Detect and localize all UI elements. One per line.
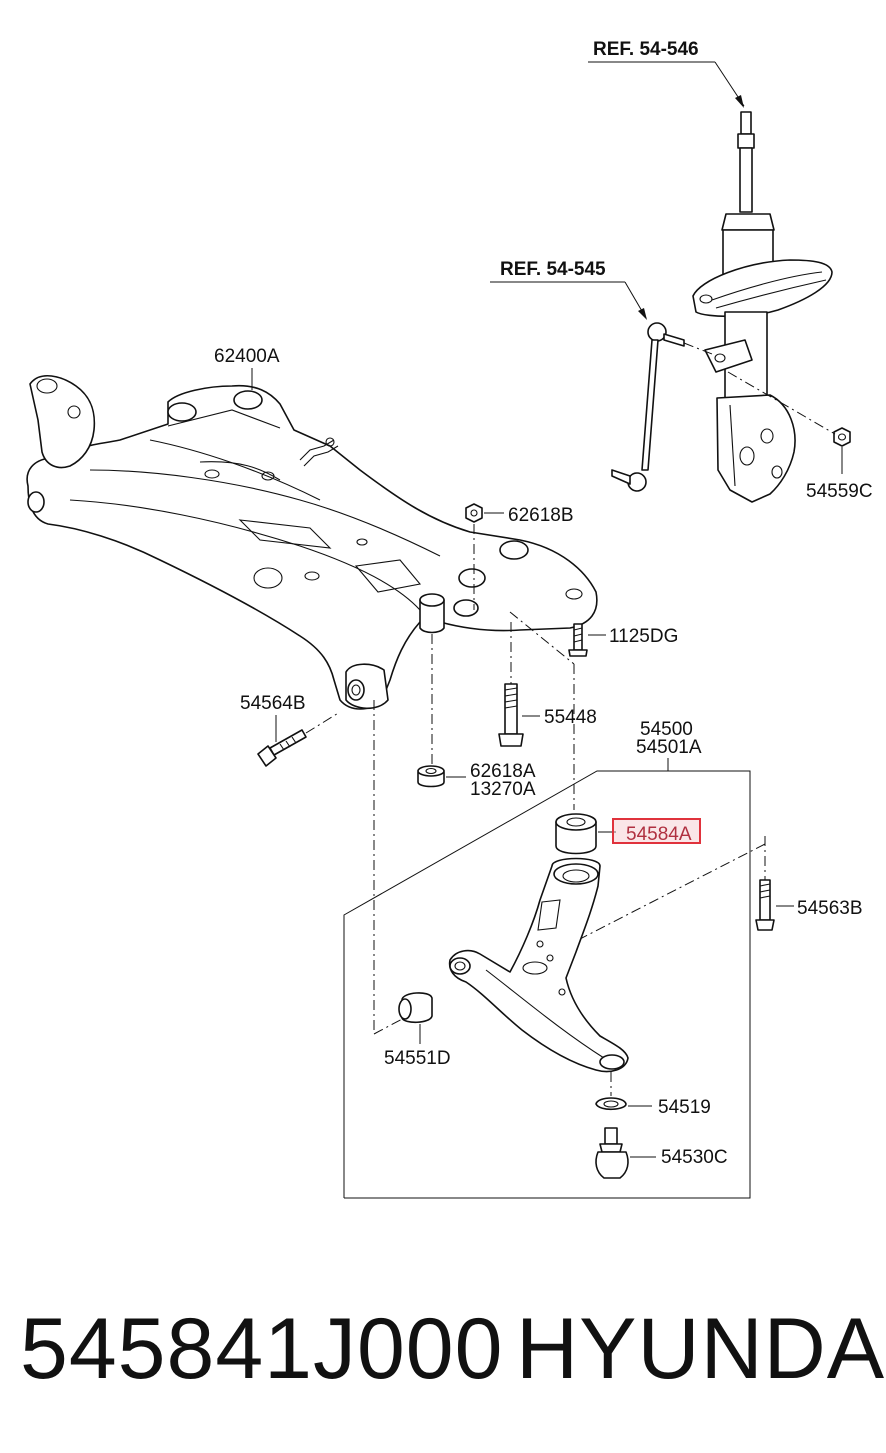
label-62618b: 62618B: [508, 505, 574, 526]
label-1125dg: 1125DG: [609, 626, 678, 647]
highlight-box: [612, 818, 701, 844]
part-number: 545841J000: [20, 1301, 504, 1397]
subframe-crossmember: [26, 375, 598, 710]
lower-arm-assembly: [343, 758, 794, 1199]
label-ref-54-546: REF. 54-546: [593, 39, 699, 60]
label-ref-54-545: REF. 54-545: [500, 259, 606, 280]
label-62618a: 62618A: [470, 761, 536, 782]
label-54551d: 54551D: [384, 1048, 451, 1069]
label-54584a: 54584A: [626, 824, 692, 845]
label-54530c: 54530C: [661, 1147, 728, 1168]
label-55448: 55448: [544, 707, 597, 728]
label-54519: 54519: [658, 1097, 711, 1118]
label-54559c: 54559C: [806, 481, 873, 502]
stabilizer-link: [490, 281, 713, 492]
label-62400a: 62400A: [214, 346, 280, 367]
brand-name: HYUNDAI: [516, 1301, 886, 1397]
fasteners: [257, 503, 606, 1035]
callout-labels: REF. 54-546 REF. 54-545 62400A 62618B 54…: [214, 39, 873, 1168]
strut-assembly: [588, 61, 851, 503]
label-13270a: 13270A: [470, 779, 536, 800]
label-54501a: 54501A: [636, 737, 702, 758]
label-54564b: 54564B: [240, 693, 306, 714]
label-54500: 54500: [640, 719, 693, 740]
label-54563b: 54563B: [797, 898, 863, 919]
